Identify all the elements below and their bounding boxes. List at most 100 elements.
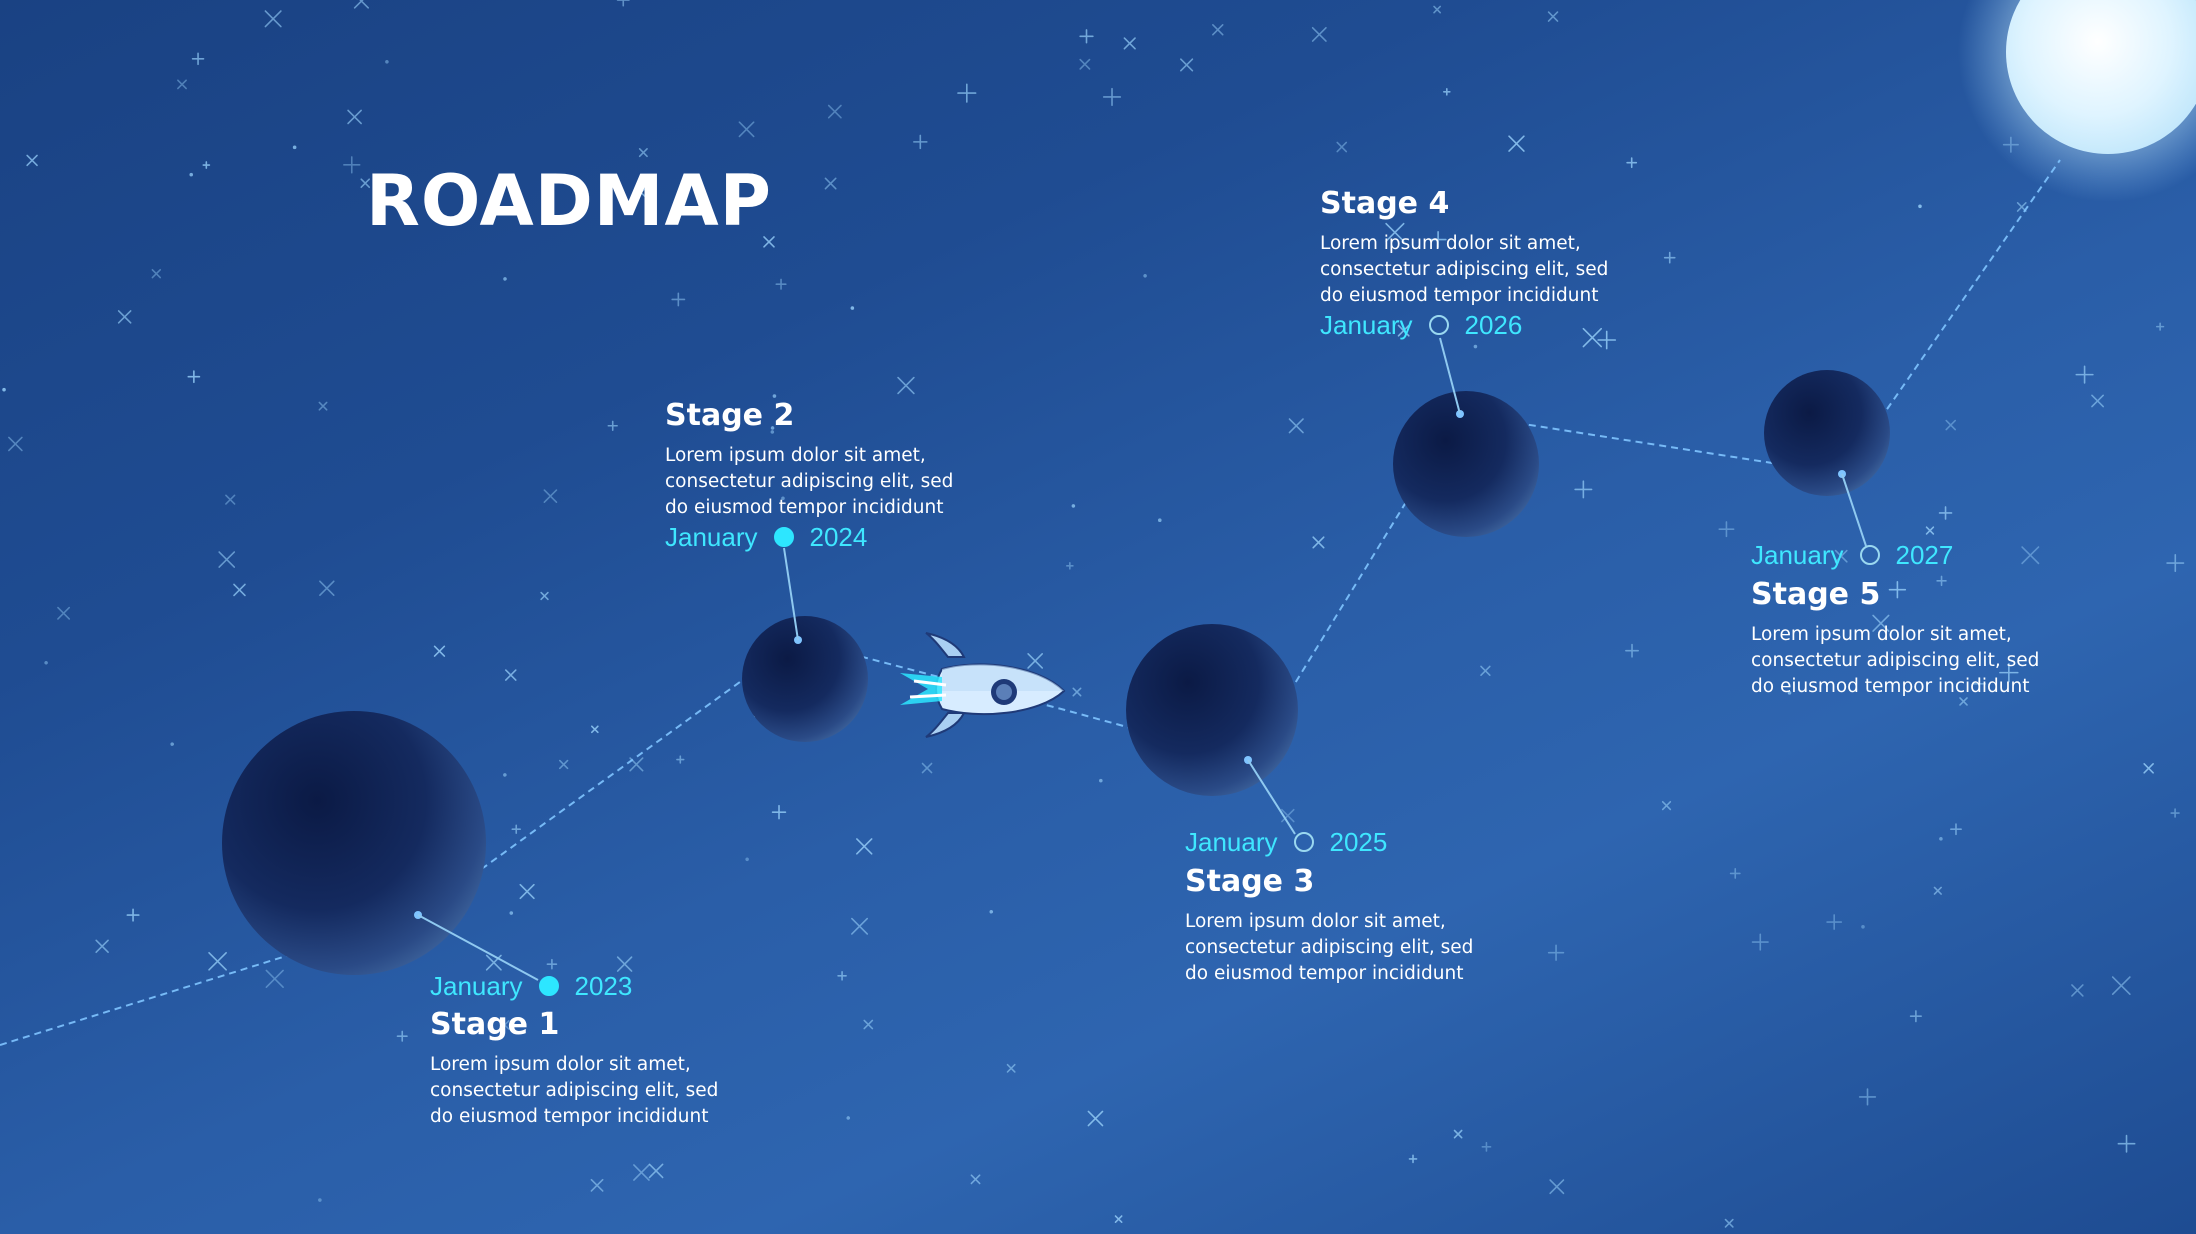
star-icon bbox=[1861, 924, 1865, 929]
star-icon bbox=[385, 59, 389, 64]
star-icon bbox=[1288, 418, 1304, 434]
star-icon bbox=[1281, 808, 1295, 823]
star-icon bbox=[2, 387, 6, 392]
star-icon bbox=[396, 1030, 408, 1042]
star-icon bbox=[264, 10, 282, 28]
planet-icon bbox=[222, 711, 486, 975]
star-icon bbox=[2143, 763, 2154, 774]
star-icon bbox=[1918, 204, 1922, 209]
star-icon bbox=[353, 0, 369, 9]
star-icon bbox=[26, 154, 38, 167]
star-icon bbox=[671, 292, 686, 307]
stage-5-description: Lorem ipsum dolor sit amet, consectetur … bbox=[1751, 624, 2040, 697]
star-icon bbox=[1429, 231, 1447, 249]
star-icon bbox=[233, 583, 246, 597]
stage-4-description: Lorem ipsum dolor sit amet, consectetur … bbox=[1320, 233, 1609, 306]
star-icon bbox=[745, 857, 749, 862]
star-icon bbox=[1936, 575, 1947, 587]
star-icon bbox=[1212, 23, 1224, 36]
stage-5-month: January bbox=[1751, 539, 1844, 570]
star-icon bbox=[292, 145, 297, 150]
star-icon bbox=[1006, 1063, 1016, 1073]
star-icon bbox=[1661, 800, 1672, 811]
stage-2-title: Stage 2 bbox=[665, 398, 795, 433]
star-icon bbox=[648, 1163, 664, 1179]
star-icon bbox=[851, 917, 869, 935]
planet-icon bbox=[742, 616, 868, 742]
stage-3-description: Lorem ipsum dolor sit amet, consectetur … bbox=[1185, 911, 1474, 984]
star-icon bbox=[546, 958, 558, 970]
star-icon bbox=[1099, 778, 1103, 783]
star-icon bbox=[2075, 365, 2094, 384]
stage-3-date: January 2025 bbox=[1185, 824, 1387, 860]
star-icon bbox=[540, 591, 549, 601]
stage-4-card: Stage 4 Lorem ipsum dolor sit amet, cons… bbox=[1320, 186, 1640, 309]
star-icon bbox=[8, 436, 23, 452]
star-icon bbox=[772, 394, 777, 398]
stage-5-connector bbox=[1841, 473, 1867, 547]
stage-4-year: 2026 bbox=[1464, 309, 1523, 340]
star-icon bbox=[1729, 867, 1741, 879]
rocket-icon bbox=[900, 632, 1066, 738]
star-icon bbox=[2091, 394, 2104, 408]
star-icon bbox=[1933, 886, 1942, 895]
star-icon bbox=[636, 187, 646, 198]
star-icon bbox=[543, 489, 558, 503]
star-icon bbox=[1072, 687, 1082, 697]
star-icon bbox=[177, 79, 187, 90]
stage-3-marker-dot bbox=[1293, 832, 1314, 852]
star-icon bbox=[2021, 546, 2040, 565]
star-icon bbox=[770, 430, 775, 434]
star-icon bbox=[1925, 526, 1935, 535]
star-icon bbox=[1999, 662, 2019, 683]
star-icon bbox=[837, 970, 847, 981]
stage-1-date: January 2023 bbox=[430, 968, 632, 1004]
star-icon bbox=[1079, 58, 1091, 70]
star-icon bbox=[1336, 141, 1348, 153]
star-icon bbox=[1626, 157, 1638, 169]
star-icon bbox=[151, 268, 162, 279]
star-icon bbox=[1574, 480, 1593, 499]
star-icon bbox=[1312, 536, 1325, 549]
star-icon bbox=[897, 376, 915, 395]
star-icon bbox=[763, 236, 775, 248]
star-icon bbox=[225, 494, 236, 505]
star-icon bbox=[1909, 1010, 1922, 1023]
star-icon bbox=[1751, 933, 1769, 951]
stage-3-year: 2025 bbox=[1329, 826, 1388, 857]
stage-2-year: 2024 bbox=[809, 521, 868, 552]
star-icon bbox=[1945, 419, 1957, 431]
star-icon bbox=[1079, 29, 1094, 44]
star-icon bbox=[509, 911, 514, 915]
star-icon bbox=[781, 496, 785, 501]
star-icon bbox=[503, 773, 507, 777]
star-icon bbox=[2170, 808, 2180, 818]
star-icon bbox=[1433, 5, 1442, 14]
star-icon bbox=[1858, 1088, 1877, 1106]
stage-5-card: Stage 5 Lorem ipsum dolor sit amet, cons… bbox=[1751, 577, 2071, 700]
star-icon bbox=[1157, 518, 1162, 523]
stage-3-connector bbox=[1247, 759, 1296, 835]
stage-4-marker-dot bbox=[1428, 315, 1449, 335]
stage-1-month: January bbox=[430, 970, 523, 1001]
stage-5-date: January 2027 bbox=[1751, 537, 1953, 573]
stage-2-month: January bbox=[665, 521, 758, 552]
star-icon bbox=[319, 580, 335, 596]
star-icon bbox=[1959, 697, 1968, 706]
planet-icon bbox=[1126, 624, 1298, 796]
star-icon bbox=[1311, 26, 1327, 42]
star-icon bbox=[1123, 37, 1136, 50]
star-icon bbox=[126, 908, 140, 922]
star-icon bbox=[863, 1019, 874, 1030]
star-icon bbox=[519, 883, 535, 900]
star-icon bbox=[771, 804, 787, 820]
star-icon bbox=[1938, 506, 1953, 520]
star-icon bbox=[1597, 330, 1617, 350]
star-icon bbox=[1071, 504, 1076, 508]
stage-5-year: 2027 bbox=[1895, 539, 1954, 570]
stage-3-month: January bbox=[1185, 826, 1278, 857]
stage-1-title: Stage 1 bbox=[430, 1007, 560, 1042]
star-icon bbox=[2155, 322, 2165, 331]
star-icon bbox=[1625, 643, 1639, 658]
star-icon bbox=[1114, 1215, 1123, 1224]
